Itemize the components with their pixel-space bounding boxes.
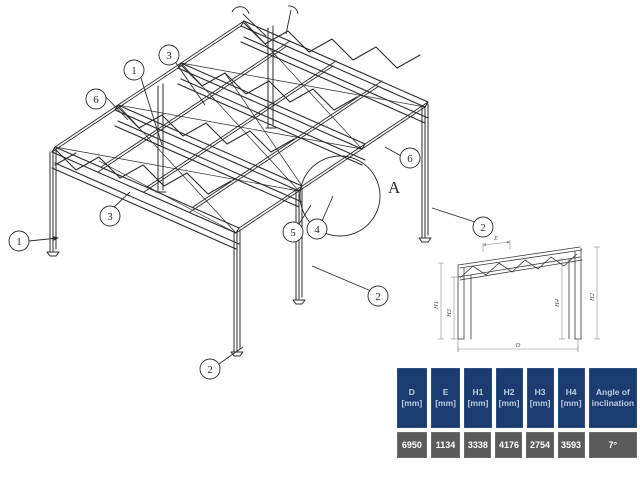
column-interior-b bbox=[265, 25, 277, 129]
specification-table: D [mm] E [mm] H1 [mm] H2 [mm] H3 [mm] H4… bbox=[397, 368, 638, 458]
spec-header-unit: [mm] bbox=[498, 398, 520, 408]
roof-bracing bbox=[54, 20, 426, 234]
truss-top-chord bbox=[457, 246, 581, 266]
spec-header-h1: H1 [mm] bbox=[464, 368, 492, 428]
dim-label-h3: H3 bbox=[446, 308, 453, 318]
spec-data-row: 6950 1134 3338 4176 2754 3593 7° bbox=[397, 432, 638, 458]
spec-header-unit: [mm] bbox=[560, 398, 582, 408]
isometric-svg bbox=[46, 20, 432, 357]
spec-header-unit: [mm] bbox=[401, 398, 423, 408]
spec-header-angle: Angle of inclination bbox=[588, 368, 638, 428]
spec-value-e: 1134 bbox=[430, 432, 461, 458]
truss-top-chord-2 bbox=[459, 249, 583, 269]
truss-back bbox=[240, 20, 429, 124]
isometric-assembly-view bbox=[46, 20, 432, 357]
dim-label-d: D bbox=[515, 342, 521, 349]
dim-label-h4: H4 bbox=[554, 298, 561, 308]
elevation-svg: E H1 H3 H4 H2 D bbox=[433, 235, 600, 352]
spec-header-symbol: D bbox=[408, 387, 415, 397]
truss-bottom-chord-2 bbox=[459, 259, 583, 281]
spec-value-h4: 3593 bbox=[557, 432, 585, 458]
dim-label-h1: H1 bbox=[433, 301, 440, 310]
spec-header-symbol: E bbox=[442, 387, 449, 397]
spec-value-h2: 4176 bbox=[495, 432, 523, 458]
spec-value-angle: 7° bbox=[588, 432, 638, 458]
spec-value-d: 6950 bbox=[397, 432, 427, 458]
detail-label-a: A bbox=[388, 178, 401, 197]
column-front-left bbox=[46, 148, 60, 257]
spec-value-h3: 2754 bbox=[526, 432, 554, 458]
spec-header-unit: [mm] bbox=[435, 398, 456, 408]
spec-header-symbol: H1 bbox=[472, 387, 484, 397]
spec-header-symbol: H4 bbox=[565, 387, 577, 397]
detail-circle-a bbox=[299, 155, 381, 237]
spec-header-h4: H4 [mm] bbox=[557, 368, 585, 428]
spec-header-d: D [mm] bbox=[397, 368, 427, 428]
spec-header-unit: [mm] bbox=[529, 398, 551, 408]
side-elevation-view: E H1 H3 H4 H2 D bbox=[425, 235, 625, 360]
spec-header-unit: [mm] bbox=[467, 398, 489, 408]
balloon-label: 2 bbox=[480, 222, 486, 234]
spec-header-h2: H2 [mm] bbox=[495, 368, 523, 428]
spec-value-h1: 3338 bbox=[464, 432, 492, 458]
truss-front bbox=[51, 146, 240, 250]
column-front-mid bbox=[230, 229, 244, 357]
spec-header-e: E [mm] bbox=[430, 368, 461, 428]
spec-header-row: D [mm] E [mm] H1 [mm] H2 [mm] H3 [mm] H4… bbox=[397, 368, 638, 428]
spec-header-symbol: Angle of bbox=[595, 387, 630, 397]
spec-header-symbol: H2 bbox=[503, 387, 515, 397]
dim-label-h2: H2 bbox=[589, 292, 596, 302]
truss-bottom-chord bbox=[457, 256, 581, 278]
column-right bbox=[418, 103, 432, 243]
dim-label-e: E bbox=[493, 235, 498, 242]
truss-web bbox=[459, 253, 578, 279]
spec-header-unit: inclination bbox=[591, 398, 635, 408]
balloon-2-right: 2 bbox=[472, 216, 494, 238]
spec-header-h3: H3 [mm] bbox=[526, 368, 554, 428]
spec-header-symbol: H3 bbox=[534, 387, 546, 397]
